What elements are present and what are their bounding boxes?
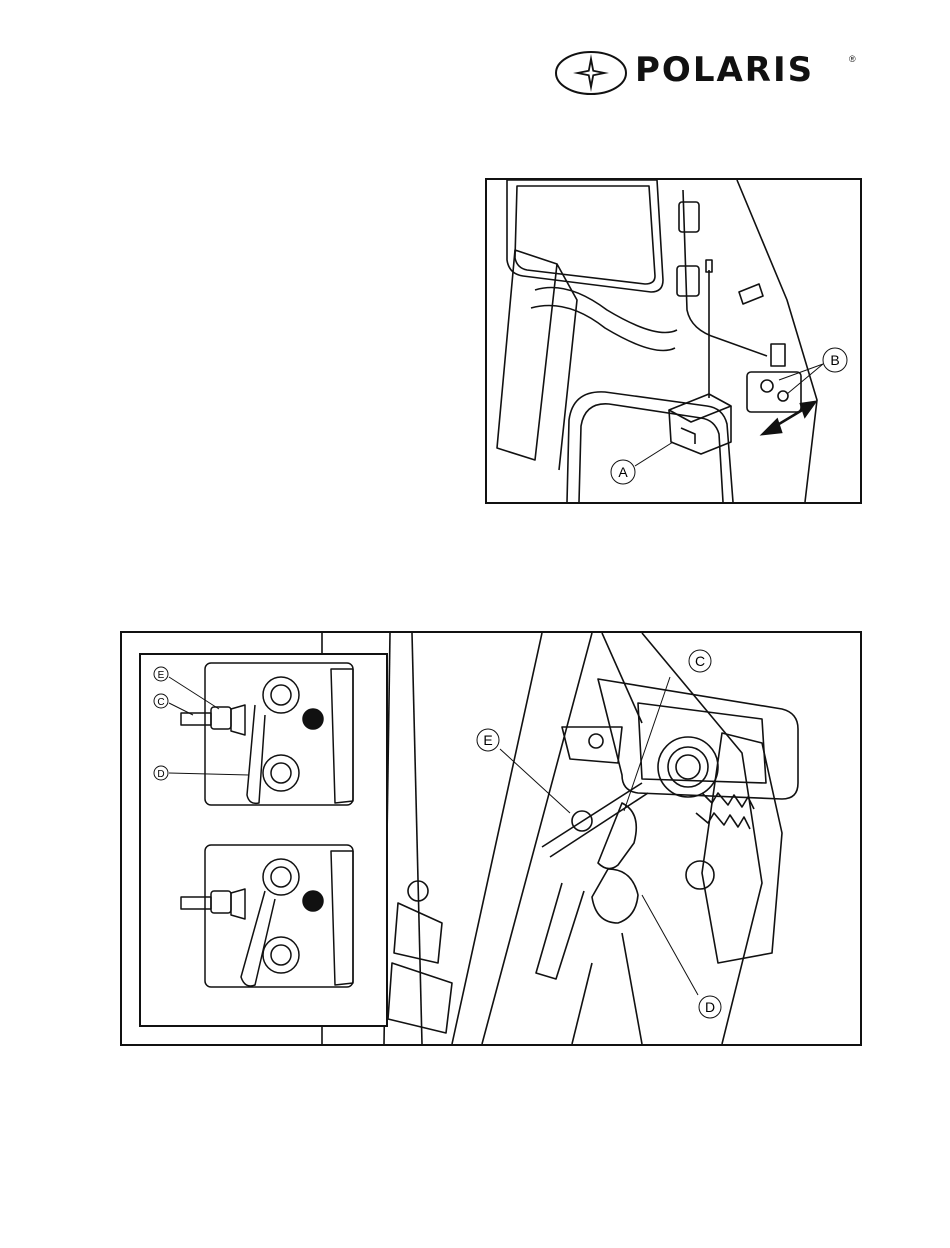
figure-1-callouts: A B (487, 180, 860, 502)
callout-c-label: C (695, 653, 705, 669)
callout-d-label: D (705, 999, 715, 1015)
inset-callout-d: D (154, 766, 168, 780)
inset-callout-c-label: C (157, 697, 164, 708)
north-star-icon (553, 48, 629, 98)
callout-b: B (823, 348, 847, 372)
callout-b-label: B (830, 352, 839, 368)
figure-latch-detail: C E D (120, 631, 862, 1046)
figure-door-bracket: A B (485, 178, 862, 504)
callout-a: A (611, 460, 635, 484)
registered-mark: ® (849, 54, 856, 64)
latch-states-inset: E C D (139, 653, 388, 1027)
polaris-logo: POLARIS ® (553, 48, 863, 98)
inset-callout-e-label: E (158, 670, 165, 681)
brand-name: POLARIS (635, 50, 814, 90)
inset-callouts: E C D (141, 655, 386, 1025)
callout-d: D (699, 996, 721, 1018)
callout-a-label: A (618, 464, 628, 480)
inset-callout-e: E (154, 667, 168, 681)
callout-c: C (689, 650, 711, 672)
inset-callout-c: C (154, 694, 168, 708)
callout-e: E (477, 729, 499, 751)
inset-callout-d-label: D (157, 769, 164, 780)
callout-e-label: E (483, 732, 492, 748)
